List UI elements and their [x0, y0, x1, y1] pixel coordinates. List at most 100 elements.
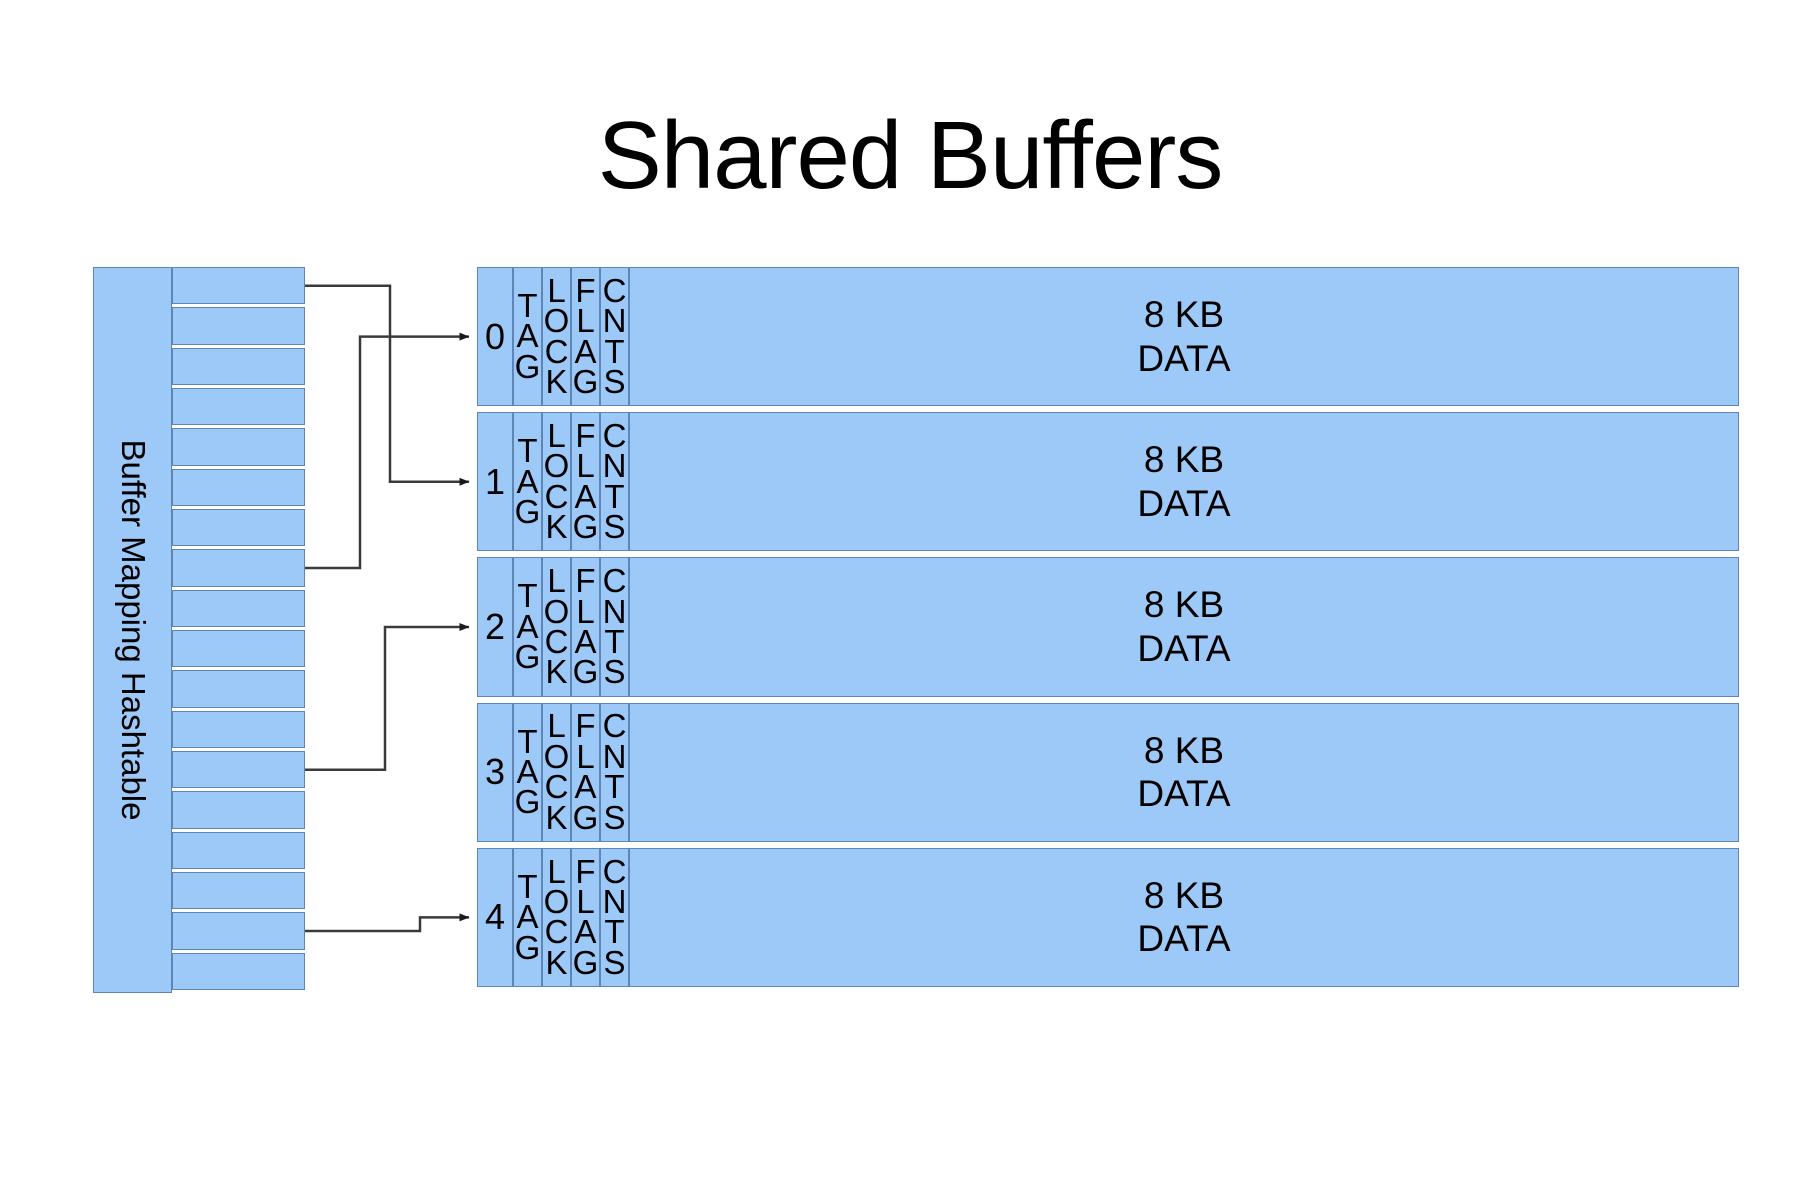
column-letter: G	[514, 783, 541, 821]
column-letter: C	[602, 707, 627, 745]
column-letter: G	[572, 798, 599, 836]
column-letter: L	[547, 707, 566, 745]
buffer-data-label: DATA	[1137, 337, 1231, 379]
hashtable-to-buffer-2	[305, 623, 470, 771]
column-letter: G	[572, 943, 599, 981]
buffer-size-label: 8 KB	[1143, 439, 1225, 481]
column-letter: G	[514, 638, 541, 676]
buffer-index: 4	[477, 847, 513, 987]
buffer-data-label: DATA	[1137, 773, 1231, 815]
buffer-data-label: DATA	[1137, 627, 1231, 669]
buffer-index: 2	[477, 557, 513, 697]
column-letter: L	[576, 737, 595, 775]
column-letter: L	[547, 852, 566, 890]
column-letter: T	[517, 432, 538, 470]
column-letter: S	[603, 653, 626, 691]
column-letter: A	[574, 768, 597, 806]
column-letter: G	[572, 508, 599, 546]
hashtable-slot-list	[172, 267, 305, 993]
column-letter: O	[543, 883, 570, 921]
hashtable-slot[interactable]	[172, 872, 305, 910]
column-letter: G	[514, 928, 541, 966]
column-letter: T	[517, 577, 538, 615]
hashtable-to-buffer-0	[305, 332, 470, 570]
buffer-index: 1	[477, 412, 513, 552]
buffer-size-label: 8 KB	[1143, 874, 1225, 916]
column-letter: A	[516, 753, 539, 790]
column-letter: L	[576, 302, 595, 340]
column-letter: T	[604, 913, 625, 951]
column-letter: C	[544, 477, 569, 515]
hashtable-slot[interactable]	[172, 670, 305, 708]
column-letter: T	[604, 768, 625, 806]
hashtable-slot[interactable]	[172, 710, 305, 748]
column-letter: C	[544, 913, 569, 951]
hashtable-slot[interactable]	[172, 791, 305, 829]
hashtable-slot[interactable]	[172, 428, 305, 466]
column-letter: T	[517, 287, 538, 325]
column-letter: F	[575, 417, 596, 455]
column-letter: N	[602, 883, 627, 921]
hashtable-slot[interactable]	[172, 388, 305, 426]
column-letter: A	[516, 607, 539, 645]
column-letter: T	[517, 722, 538, 760]
column-letter: K	[545, 798, 568, 836]
column-letter: O	[543, 447, 570, 485]
column-letter: K	[545, 362, 568, 400]
hashtable-to-buffer-4	[305, 913, 470, 933]
column-letter: C	[544, 768, 569, 806]
hashtable-slot[interactable]	[172, 267, 305, 305]
hashtable-label: Buffer Mapping Hashtable	[114, 439, 152, 821]
hashtable-slot[interactable]	[172, 630, 305, 668]
column-letter: C	[602, 562, 627, 600]
column-letter: L	[547, 417, 566, 455]
hashtable-slot[interactable]	[172, 347, 305, 385]
hashtable-slot[interactable]	[172, 751, 305, 789]
hashtable-slot[interactable]	[172, 549, 305, 587]
hashtable-slot[interactable]	[172, 952, 305, 990]
column-letter: F	[575, 707, 596, 745]
column-letter: S	[603, 798, 626, 836]
column-letter: L	[576, 592, 595, 630]
column-letter: T	[604, 622, 625, 660]
hashtable-slot[interactable]	[172, 912, 305, 950]
column-letter: K	[545, 508, 568, 546]
column-letter: A	[574, 332, 597, 370]
column-letter: A	[516, 462, 539, 500]
column-letter: O	[543, 737, 570, 775]
column-letter: G	[572, 653, 599, 691]
page-title: Shared Buffers	[597, 102, 1224, 210]
column-letter: T	[517, 867, 538, 905]
hashtable-slot[interactable]	[172, 509, 305, 547]
buffer-size-label: 8 KB	[1143, 584, 1225, 626]
column-letter: C	[544, 332, 569, 370]
column-letter: N	[602, 592, 627, 630]
hashtable-slot[interactable]	[172, 307, 305, 345]
hashtable-slot[interactable]	[172, 468, 305, 506]
column-letter: T	[604, 477, 625, 515]
hashtable-slot[interactable]	[172, 589, 305, 627]
column-letter: G	[514, 347, 541, 385]
column-letter: S	[603, 362, 626, 400]
hashtable-slot[interactable]	[172, 831, 305, 869]
